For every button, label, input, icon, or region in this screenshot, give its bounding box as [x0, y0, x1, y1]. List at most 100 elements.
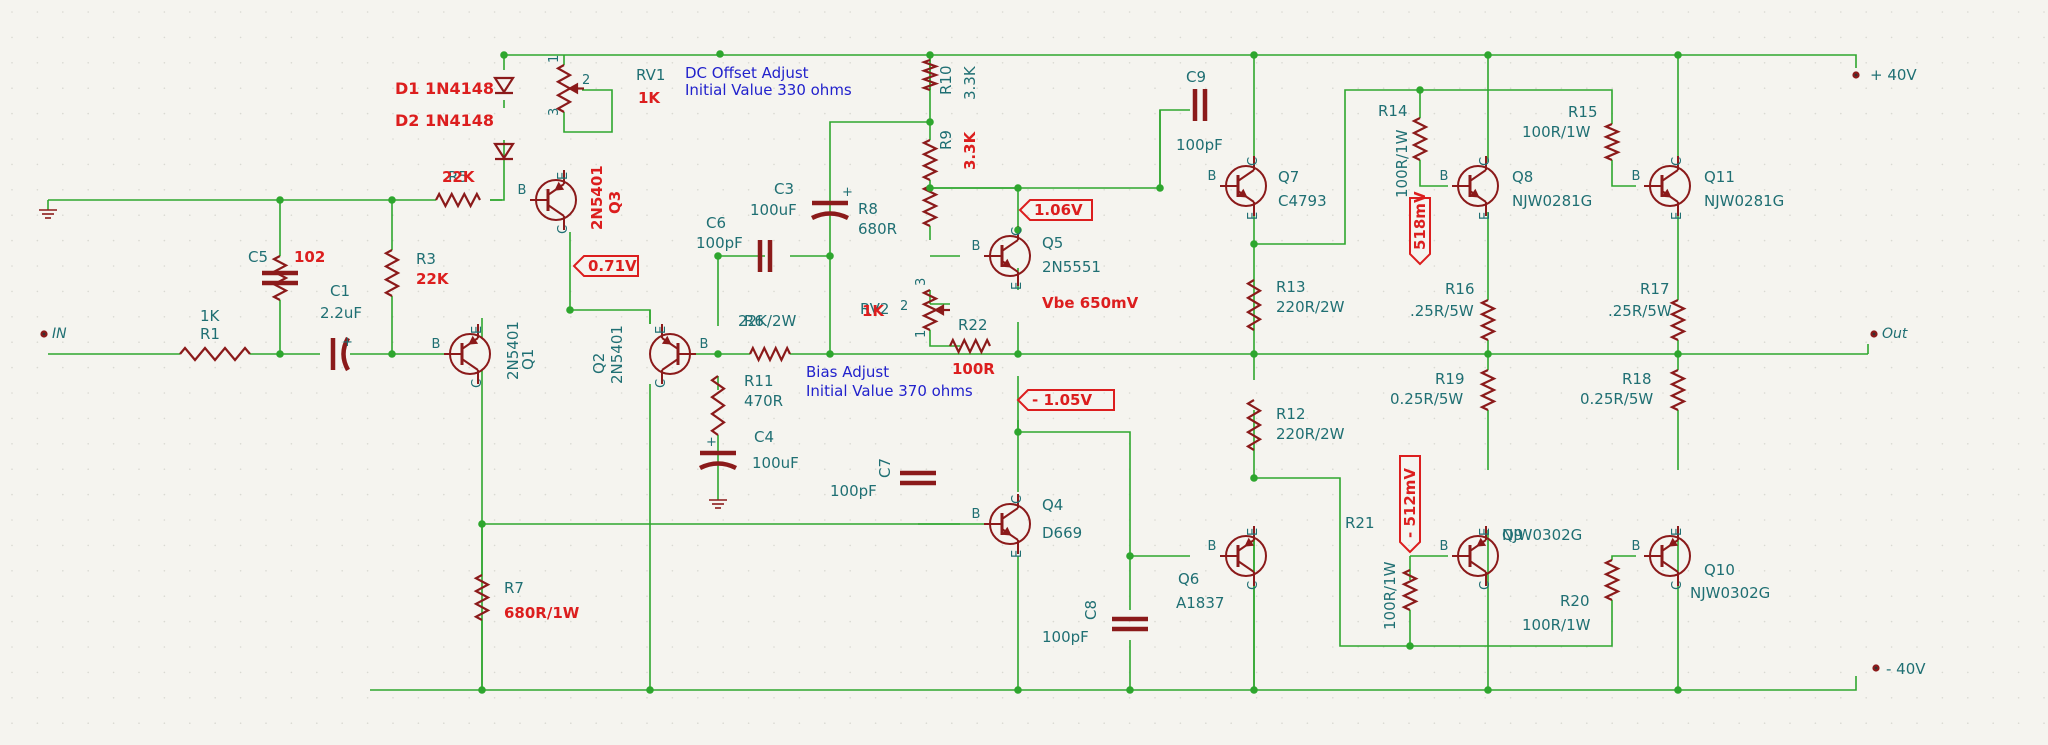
wire — [563, 89, 613, 133]
wire — [1254, 477, 1613, 647]
wire — [1254, 89, 1613, 245]
q4-ref: Q4 — [1042, 496, 1063, 514]
pin-label: E — [1478, 528, 1493, 536]
wire — [1611, 555, 1636, 560]
r14-value: 100R/1W — [1393, 129, 1411, 198]
resistor-r3 — [383, 249, 401, 297]
voltage-flag — [572, 255, 639, 277]
transistor-q4 — [1001, 507, 1019, 520]
q2-ref: Q2 — [590, 353, 608, 374]
transistor-q2 — [661, 335, 672, 345]
voltage-flag-label: - 512mV — [1401, 468, 1419, 538]
r21-value: 100R/1W — [1381, 561, 1399, 630]
r7-value: 680R/1W — [504, 604, 580, 622]
transistor-q1 — [461, 358, 479, 371]
voltage-flag-label: 0.71V — [588, 257, 637, 275]
voltage-flag — [1409, 197, 1431, 266]
power-pos-label: + 40V — [1870, 66, 1917, 84]
r8-ref: R8 — [858, 200, 878, 218]
junction-dot — [1250, 240, 1258, 248]
transistor-q3 — [554, 181, 565, 191]
q5-part: 2N5551 — [1042, 258, 1101, 276]
transistor-q5 — [1001, 239, 1019, 252]
power-neg-label: - 40V — [1886, 660, 1926, 678]
pin-label: C — [1246, 157, 1261, 166]
transistor-q3 — [547, 204, 565, 217]
pin-label: C — [654, 379, 669, 388]
pin-label: E — [1478, 212, 1493, 220]
transistor-q4 — [1001, 526, 1012, 536]
r5-ref: R5 — [448, 168, 468, 186]
resistor-r21 — [1401, 569, 1419, 611]
pin-label: C — [556, 225, 571, 234]
resistor-r18 — [1669, 369, 1687, 411]
junction-dot — [1674, 51, 1682, 59]
voltage-flag — [1018, 199, 1093, 221]
c6-ref: C6 — [706, 214, 726, 232]
pin-label: 1 — [914, 330, 929, 338]
transistor-q1 — [468, 335, 479, 345]
wire — [504, 54, 1857, 68]
q9-part: NJW0302G — [1502, 526, 1582, 544]
c3-ref: C3 — [774, 180, 794, 198]
r5-value: 22K — [442, 168, 476, 186]
c9-ref: C9 — [1186, 68, 1206, 86]
transistor-q10 — [1668, 537, 1679, 547]
r6-ref: R6 — [744, 312, 764, 330]
pin-label: E — [1670, 528, 1685, 536]
pin-label: B — [1440, 169, 1449, 184]
pin-label: B — [1208, 169, 1217, 184]
pin-label: B — [1440, 539, 1449, 554]
wire — [1419, 160, 1448, 187]
r10-ref: R10 — [937, 65, 955, 95]
resistor-r16 — [1479, 299, 1497, 341]
transistor-q11 — [1661, 188, 1672, 198]
junction-dot — [276, 350, 284, 358]
q10-part: NJW0302G — [1690, 584, 1770, 602]
junction-dot — [478, 520, 486, 528]
c8-value: 100pF — [1042, 628, 1089, 646]
voltage-flag-label: 1.06V — [1034, 201, 1083, 219]
transistor-q9 — [1469, 560, 1487, 573]
q1-part: 2N5401 — [504, 321, 522, 380]
q3-ref: Q3 — [606, 191, 624, 214]
resistor-r20 — [1603, 559, 1621, 601]
r16-ref: R16 — [1445, 280, 1475, 298]
r15-ref: R15 — [1568, 103, 1598, 121]
resistor-r7 — [473, 574, 491, 621]
dc-offset-note: DC Offset Adjust — [685, 64, 809, 82]
pin-label: 3 — [547, 108, 562, 116]
junction-dot — [1484, 51, 1492, 59]
capacitor-c1 — [341, 336, 351, 372]
junction-dot — [1126, 686, 1134, 694]
pin-label: B — [518, 183, 527, 198]
junction-dot — [1406, 642, 1414, 650]
d1-label: D1 1N4148 — [395, 79, 494, 98]
r3-ref: R3 — [416, 250, 436, 268]
pin-label: B — [1632, 539, 1641, 554]
wire — [370, 676, 1857, 691]
power-pos-terminal — [1852, 71, 1860, 79]
junction-dot — [1674, 350, 1682, 358]
resistor-r15 — [1603, 122, 1621, 162]
r18-ref: R18 — [1622, 370, 1652, 388]
transistor-q6 — [1237, 560, 1255, 573]
diode-d1 — [492, 76, 516, 95]
voltage-flag — [1016, 389, 1115, 411]
junction-dots — [276, 50, 1682, 694]
transistor-q7 — [1237, 169, 1255, 182]
q8-ref: Q8 — [1512, 168, 1533, 186]
pin-label: E — [1246, 528, 1261, 536]
r22-value: 100R — [952, 360, 995, 378]
q8-part: NJW0281G — [1512, 192, 1592, 210]
pin-label: C — [1670, 157, 1685, 166]
r22-ref: R22 — [958, 316, 988, 334]
d2-label: D2 1N4148 — [395, 111, 494, 130]
c5-value: 102 — [294, 248, 325, 266]
junction-dot — [1416, 86, 1424, 94]
c4-value: 100uF — [752, 454, 799, 472]
pin-label: B — [432, 337, 441, 352]
junction-dot — [826, 350, 834, 358]
input-terminal — [40, 330, 48, 338]
resistor-r12 — [1245, 399, 1263, 451]
